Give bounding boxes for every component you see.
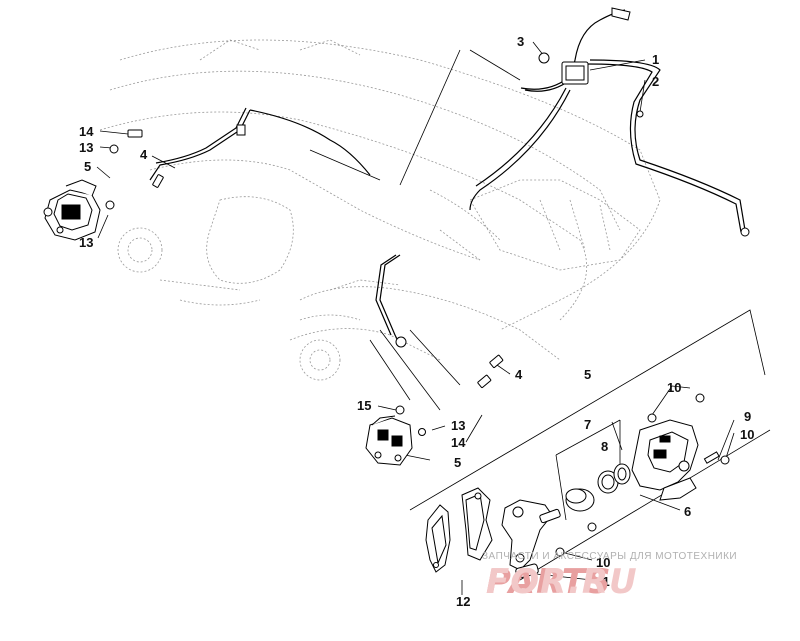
- junction-block: [538, 7, 750, 237]
- callout-14-upper: 14: [79, 124, 94, 139]
- callout-7: 7: [584, 417, 592, 432]
- callout-13-lower: 13: [451, 418, 466, 433]
- piston-parts: [565, 463, 631, 512]
- callout-2: 2: [652, 74, 660, 89]
- callout-9: 9: [744, 409, 752, 424]
- callout-6: 6: [684, 504, 692, 519]
- callout-3: 3: [517, 34, 525, 49]
- caliper-bracket: [501, 499, 561, 579]
- callout-11: 11: [596, 574, 610, 589]
- watermark-logo-for: FOR.RU: [486, 562, 638, 602]
- chassis-outline: [99, 39, 661, 381]
- caliper-housing: [631, 419, 699, 501]
- callout-12: 12: [456, 594, 471, 609]
- callout-13-upper: 13: [79, 140, 94, 155]
- callout-5-lower: 5: [454, 455, 462, 470]
- callout-15: 15: [357, 398, 372, 413]
- lower-caliper: [365, 415, 413, 466]
- callout-10-bottom: 10: [596, 555, 611, 570]
- callout-14-lower: 14: [451, 435, 466, 450]
- callout-10-right: 10: [740, 427, 755, 442]
- callout-5-detail: 5: [584, 367, 592, 382]
- callout-10-top: 10: [667, 380, 682, 395]
- watermark-logo-parts: PARTS: [486, 562, 612, 602]
- callout-4-lower: 4: [515, 367, 523, 382]
- callout-13-left: 13: [79, 235, 94, 250]
- callout-8: 8: [601, 439, 609, 454]
- brake-hoses: [149, 9, 746, 346]
- watermark-tagline: ЗАПЧАСТИ И АКСЕССУАРЫ ДЛЯ МОТОТЕХНИКИ: [482, 551, 738, 562]
- fasteners: [105, 124, 730, 557]
- callout-1: 1: [652, 52, 660, 67]
- callout-4-upper: 4: [140, 147, 148, 162]
- callout-5-left: 5: [84, 159, 92, 174]
- brake-pads: [425, 487, 493, 573]
- leader-lines: [96, 41, 771, 595]
- left-caliper: [43, 179, 101, 241]
